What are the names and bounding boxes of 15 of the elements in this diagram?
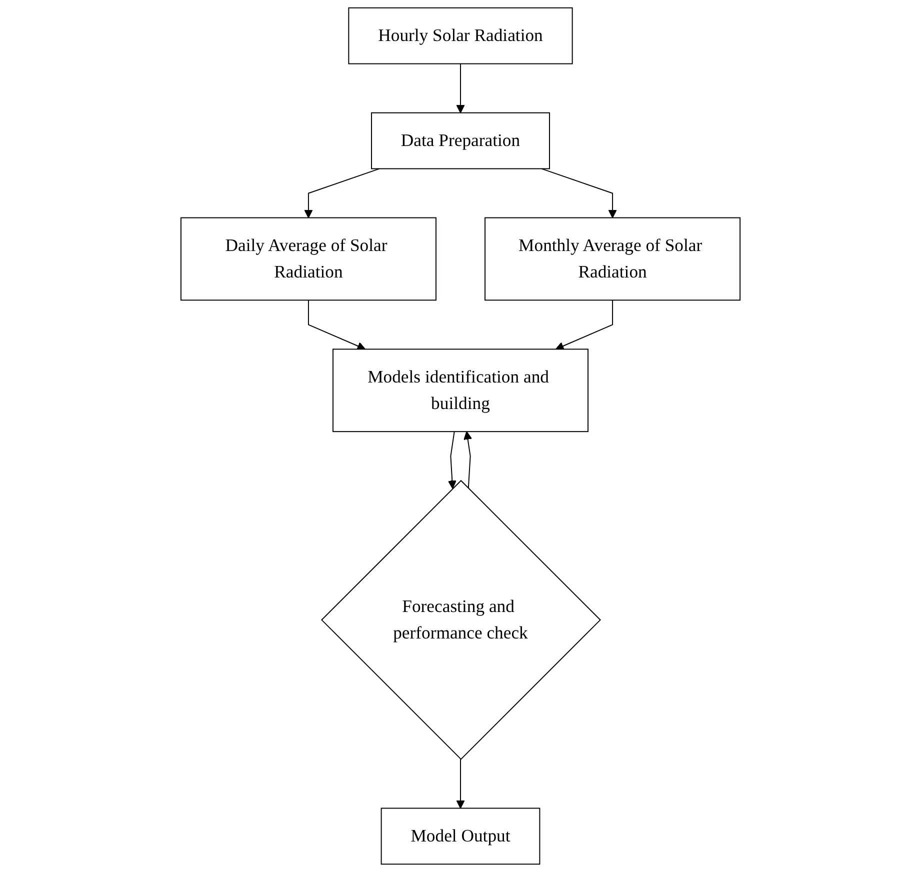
arrow: [464, 431, 472, 489]
arrow: [308, 300, 366, 350]
arrow: [541, 168, 617, 218]
node-diamond: Forecasting and performance check: [321, 480, 601, 760]
node-box: Models identification and building: [332, 348, 588, 432]
arrow: [304, 168, 380, 218]
node-box: Data Preparation: [371, 112, 550, 170]
arrow: [456, 63, 465, 114]
node-box: Hourly Solar Radiation: [348, 7, 573, 64]
node-box: Daily Average of Solar Radiation: [180, 217, 436, 301]
arrow: [448, 431, 456, 489]
arrow: [555, 300, 614, 350]
arrow: [456, 758, 465, 809]
node-box: Monthly Average of Solar Radiation: [484, 217, 741, 301]
node-box: Model Output: [380, 808, 540, 865]
